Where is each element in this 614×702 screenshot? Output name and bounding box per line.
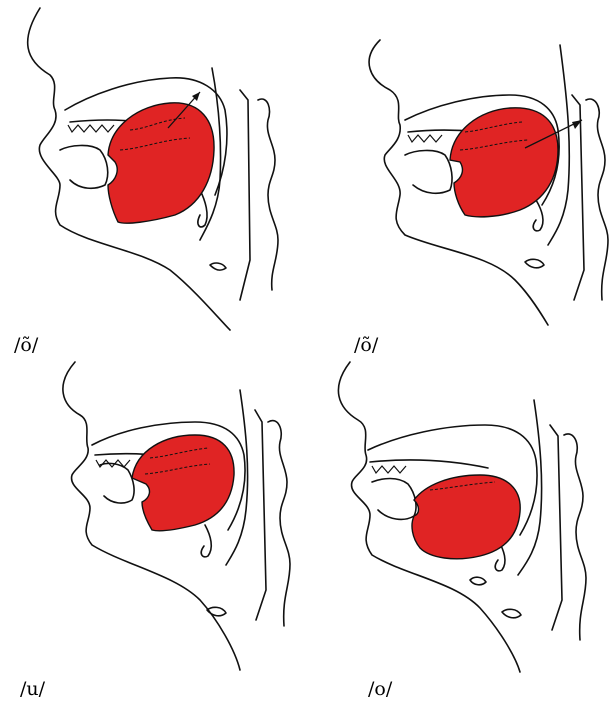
vowel-label-4: /o/: [368, 678, 392, 700]
tongue-shape: [132, 435, 234, 531]
vowel-label-1: /õ/: [14, 334, 38, 356]
tongue-shape: [412, 475, 520, 559]
vocal-tract-diagram-4: [310, 350, 614, 690]
tongue-shape: [450, 108, 558, 217]
vocal-tract-panel-4: [310, 350, 614, 690]
vocal-tract-panel-1: [0, 0, 300, 340]
vocal-tract-panel-3: [0, 350, 300, 690]
vocal-tract-diagram-2: [310, 0, 614, 340]
vocal-tract-diagram-1: [0, 0, 300, 340]
vowel-label-2: /õ/: [354, 334, 378, 356]
vocal-tract-panel-2: [310, 0, 614, 340]
vowel-label-3: /u/: [20, 678, 45, 700]
vocal-tract-diagram-3: [0, 350, 300, 690]
